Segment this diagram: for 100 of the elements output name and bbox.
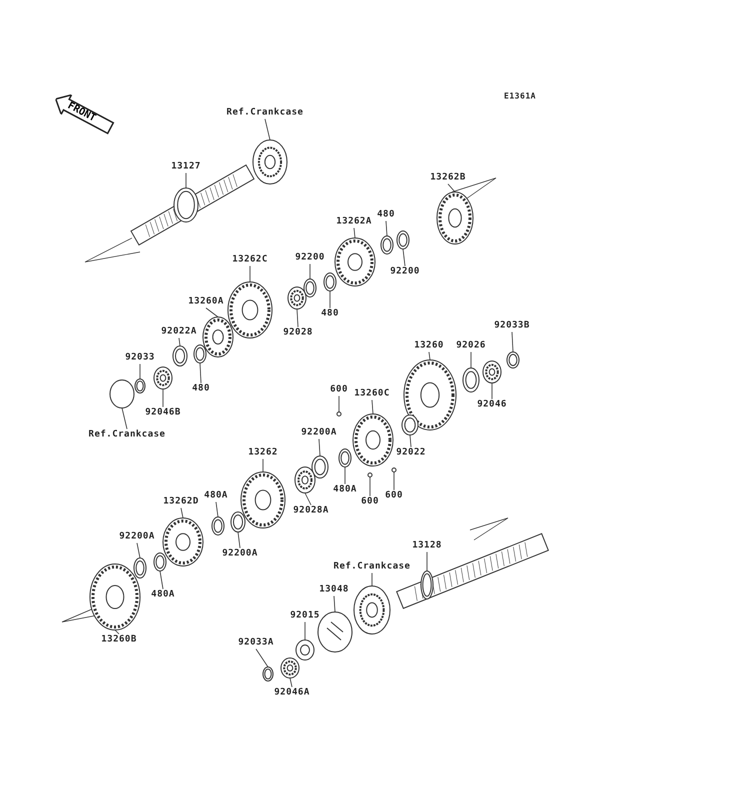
part-number: 13262 bbox=[248, 448, 278, 458]
leader-line bbox=[264, 118, 270, 140]
leader-line bbox=[304, 622, 306, 640]
leader-line bbox=[256, 648, 268, 668]
leader-line bbox=[238, 532, 240, 548]
leader-line bbox=[318, 438, 320, 456]
part-number: 92046B bbox=[145, 408, 181, 418]
gear bbox=[240, 472, 286, 528]
leader-line bbox=[354, 228, 356, 238]
gear bbox=[436, 192, 474, 244]
gear bbox=[404, 360, 456, 430]
part-number: 600 bbox=[361, 496, 379, 508]
part-number: 92200A bbox=[301, 428, 337, 438]
part-number: 13128 bbox=[412, 540, 442, 552]
leader-line bbox=[386, 220, 388, 236]
part-number: 92022A bbox=[161, 326, 197, 338]
part-number: 480A bbox=[204, 490, 228, 502]
leader-line bbox=[512, 332, 514, 352]
gear bbox=[352, 414, 394, 466]
part-number: 13262C bbox=[232, 254, 268, 266]
part-number: 92200 bbox=[295, 252, 325, 264]
part-number: 92015 bbox=[290, 610, 320, 622]
washer bbox=[380, 236, 394, 254]
part-number: 92200A bbox=[119, 532, 155, 542]
leader-line bbox=[428, 352, 430, 360]
part-number: 480 bbox=[321, 308, 339, 320]
washer bbox=[262, 666, 274, 682]
leader-line bbox=[402, 248, 406, 266]
washer bbox=[396, 230, 410, 250]
part-number: Ref.Crankcase bbox=[88, 430, 166, 440]
leader-line bbox=[448, 184, 456, 192]
leader-line bbox=[334, 596, 336, 612]
leader-line bbox=[180, 508, 184, 518]
part-number: 13260C bbox=[354, 388, 390, 400]
bearing bbox=[252, 140, 288, 184]
part-number: 92200A bbox=[222, 548, 258, 560]
leader-line bbox=[304, 492, 312, 506]
gear bbox=[162, 518, 204, 566]
part-number: 92022 bbox=[396, 448, 426, 458]
gear bbox=[90, 564, 140, 630]
part-number: 13127 bbox=[171, 162, 201, 172]
leader-line bbox=[344, 466, 346, 484]
leader-line bbox=[178, 338, 180, 346]
washer bbox=[194, 344, 206, 364]
part-number: 480 bbox=[377, 210, 395, 220]
ball bbox=[368, 472, 372, 478]
bearing bbox=[288, 286, 306, 310]
part-number: 600 bbox=[330, 384, 348, 396]
bearing bbox=[294, 466, 316, 494]
part-number: 13260 bbox=[414, 340, 444, 352]
bearing bbox=[354, 586, 390, 634]
ball bbox=[392, 468, 396, 472]
washer bbox=[338, 448, 352, 468]
leader-line bbox=[296, 308, 298, 328]
part-number: 480 bbox=[192, 384, 210, 394]
washer bbox=[154, 552, 166, 572]
part-number: 13260A bbox=[188, 296, 224, 308]
part-number: 13260B bbox=[101, 634, 137, 646]
part-number: 92033B bbox=[494, 320, 530, 332]
part-number: 92046A bbox=[274, 688, 310, 698]
leader-line bbox=[216, 502, 218, 518]
part-number: 480A bbox=[333, 484, 357, 496]
leader-line bbox=[200, 362, 202, 384]
washer bbox=[324, 272, 336, 292]
part-number: 92026 bbox=[456, 340, 486, 352]
leader-line bbox=[122, 408, 128, 430]
gear bbox=[228, 282, 272, 338]
part-number: 92200 bbox=[390, 266, 420, 278]
leader-line bbox=[470, 352, 472, 368]
part-number: 480A bbox=[151, 590, 175, 600]
washer bbox=[134, 378, 146, 394]
part-number: 92028A bbox=[293, 506, 329, 516]
gear bbox=[334, 238, 376, 286]
washer bbox=[402, 414, 418, 436]
gear bbox=[202, 316, 234, 358]
washer bbox=[134, 558, 146, 578]
leader-line bbox=[426, 552, 428, 572]
washer bbox=[304, 278, 316, 298]
nut bbox=[296, 640, 314, 660]
leader-line bbox=[206, 308, 218, 318]
bearing bbox=[280, 658, 300, 678]
washer bbox=[462, 368, 480, 392]
part-number: 13262B bbox=[430, 172, 466, 184]
leader-line bbox=[162, 388, 164, 408]
washer bbox=[172, 346, 188, 366]
part-number: 92033A bbox=[238, 638, 274, 648]
part-number: 92028 bbox=[283, 328, 313, 338]
cam-plate bbox=[318, 612, 352, 652]
leader-line bbox=[372, 400, 374, 414]
part-number: Ref.Crankcase bbox=[334, 562, 410, 572]
bearing bbox=[482, 360, 502, 384]
washer bbox=[212, 516, 224, 536]
washer bbox=[506, 352, 520, 368]
leader-line bbox=[338, 396, 340, 412]
part-number: 13262A bbox=[336, 216, 372, 228]
part-number: 600 bbox=[385, 490, 403, 502]
washer bbox=[230, 512, 246, 532]
leader-line bbox=[410, 434, 412, 448]
leader-line bbox=[114, 630, 120, 634]
part-number: 13262D bbox=[163, 496, 199, 508]
